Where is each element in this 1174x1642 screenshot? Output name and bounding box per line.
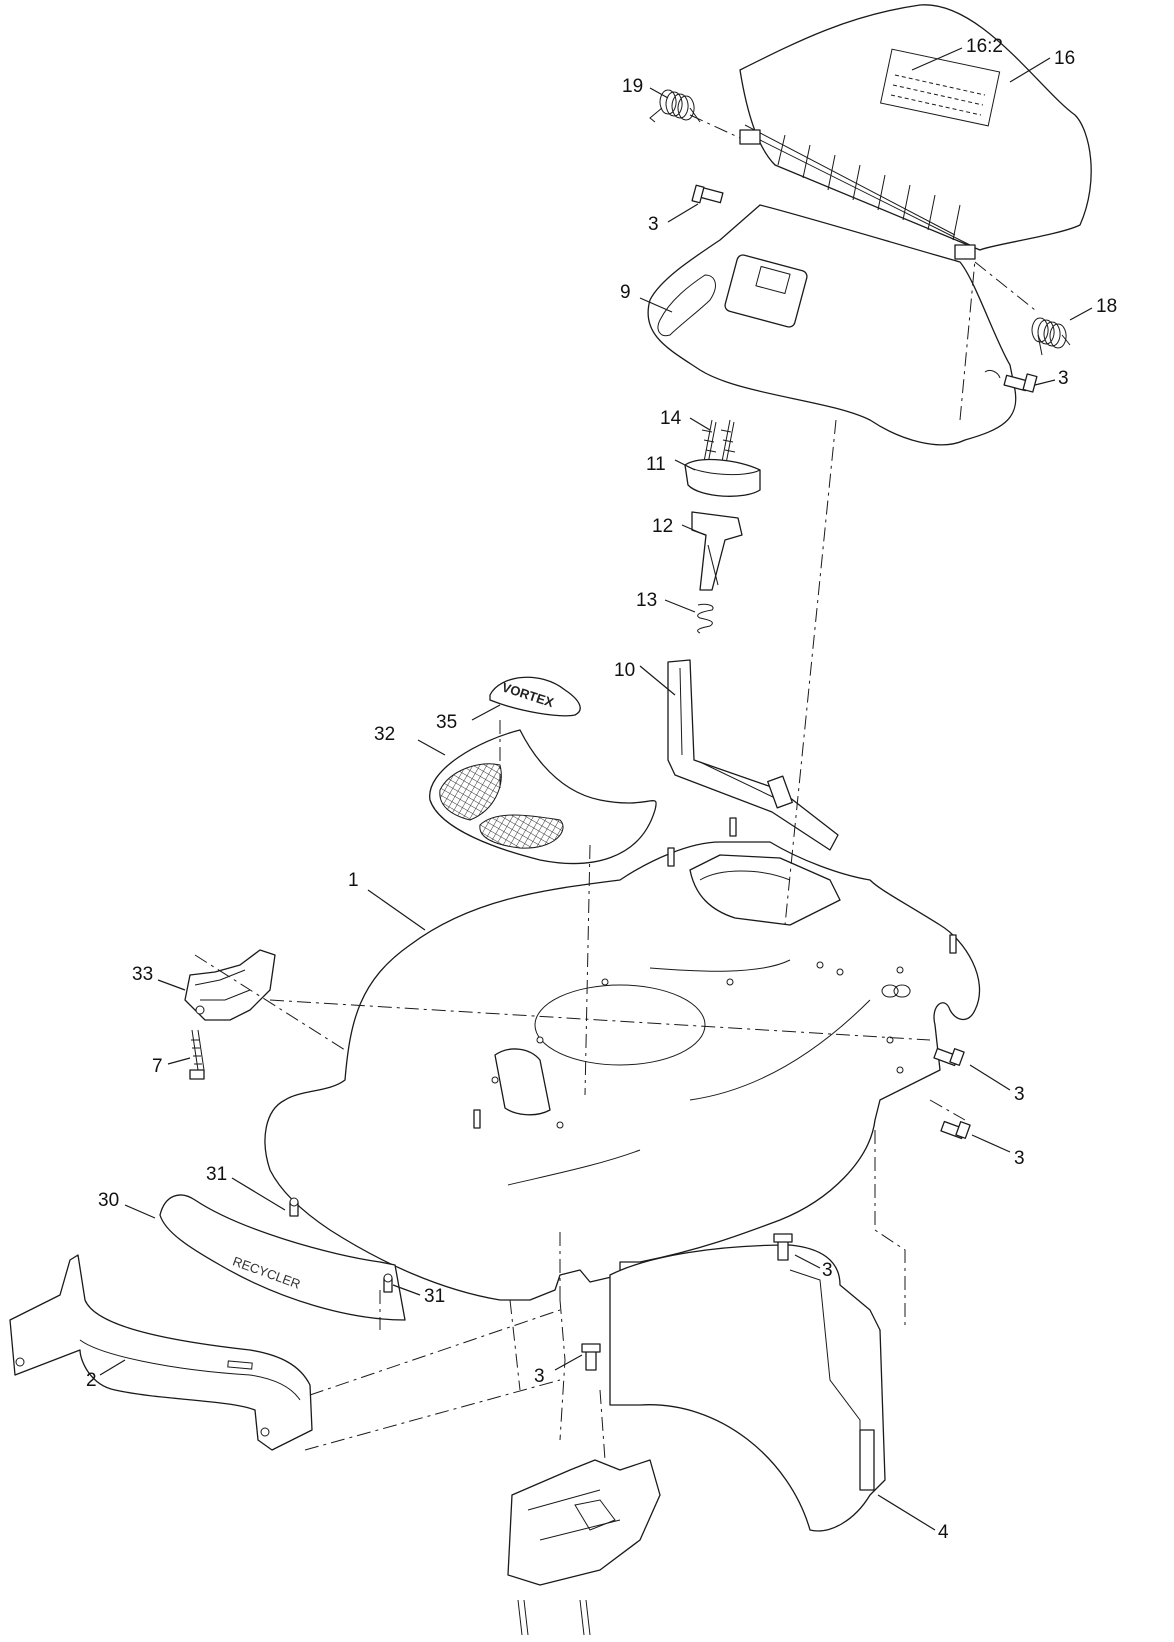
callout-labels: 16:2 16 19 3 9 18 3 14 11 12 13 10 35 32… bbox=[86, 36, 1117, 1543]
callout-31-left: 31 bbox=[206, 1164, 227, 1185]
callout-14: 14 bbox=[660, 408, 682, 429]
lower-height-bracket bbox=[507, 1459, 661, 1636]
bolt-3-upper-right bbox=[984, 369, 1038, 393]
bolt-3-tunnel-left bbox=[581, 1343, 601, 1371]
bolt-3-tunnel-top bbox=[773, 1233, 793, 1261]
part-19-torsion-spring bbox=[649, 89, 741, 139]
bolt-31-lower bbox=[383, 1273, 393, 1293]
part-10-height-lever bbox=[667, 659, 839, 851]
part-12-latch bbox=[691, 511, 743, 591]
part-33-deflector-bracket bbox=[184, 949, 276, 1021]
callout-3-flap-bolt: 3 bbox=[648, 214, 659, 235]
part-16-rear-flap bbox=[739, 4, 1092, 260]
flap-ribs bbox=[777, 134, 961, 241]
callout-32: 32 bbox=[374, 724, 395, 745]
callout-31-lower: 31 bbox=[424, 1286, 445, 1307]
callout-4: 4 bbox=[938, 1522, 949, 1543]
part-4-discharge-tunnel bbox=[609, 1244, 886, 1532]
callout-3-door-bolt: 3 bbox=[1058, 368, 1069, 389]
part-16-2-label-decal bbox=[879, 48, 1001, 127]
bolt-3-deck-right-a bbox=[933, 1047, 965, 1067]
callout-35: 35 bbox=[436, 712, 457, 733]
callout-3-tunnel-top: 3 bbox=[822, 1260, 833, 1281]
part-1-mower-deck bbox=[264, 817, 981, 1301]
part-35-vortex-decal: VORTEX bbox=[489, 676, 581, 717]
callout-11: 11 bbox=[646, 454, 666, 475]
part-2-rear-bumper bbox=[9, 1254, 313, 1451]
callout-13: 13 bbox=[636, 590, 657, 611]
part-32-vent-cover bbox=[429, 729, 657, 865]
callout-12: 12 bbox=[652, 516, 673, 537]
callout-3-tunnel-left: 3 bbox=[534, 1366, 545, 1387]
callout-7: 7 bbox=[152, 1056, 163, 1077]
part-9-rear-door bbox=[647, 204, 1017, 446]
assembly-center-lines bbox=[194, 259, 976, 1461]
callout-19: 19 bbox=[622, 76, 643, 97]
callout-9: 9 bbox=[620, 282, 631, 303]
callout-33: 33 bbox=[132, 964, 153, 985]
bolt-3-upper-left bbox=[691, 184, 724, 204]
part-18-torsion-spring bbox=[974, 261, 1071, 356]
part-11-knob bbox=[684, 458, 761, 497]
callout-18: 18 bbox=[1096, 296, 1117, 317]
bolt-3-deck-right-b bbox=[940, 1120, 971, 1140]
part-13-spring bbox=[697, 603, 714, 634]
callout-1: 1 bbox=[348, 870, 359, 891]
callout-10: 10 bbox=[614, 660, 635, 681]
callout-16: 16 bbox=[1054, 48, 1075, 69]
callout-leaders bbox=[99, 47, 1093, 1531]
part-7-bolt bbox=[189, 1029, 205, 1080]
callout-3-deck-right-b: 3 bbox=[1014, 1148, 1025, 1169]
callout-30: 30 bbox=[98, 1190, 119, 1211]
bolt-31-left bbox=[289, 1197, 299, 1217]
callout-16-2: 16:2 bbox=[966, 36, 1003, 57]
callout-3-deck-right-a: 3 bbox=[1014, 1084, 1025, 1105]
callout-2: 2 bbox=[86, 1370, 97, 1391]
